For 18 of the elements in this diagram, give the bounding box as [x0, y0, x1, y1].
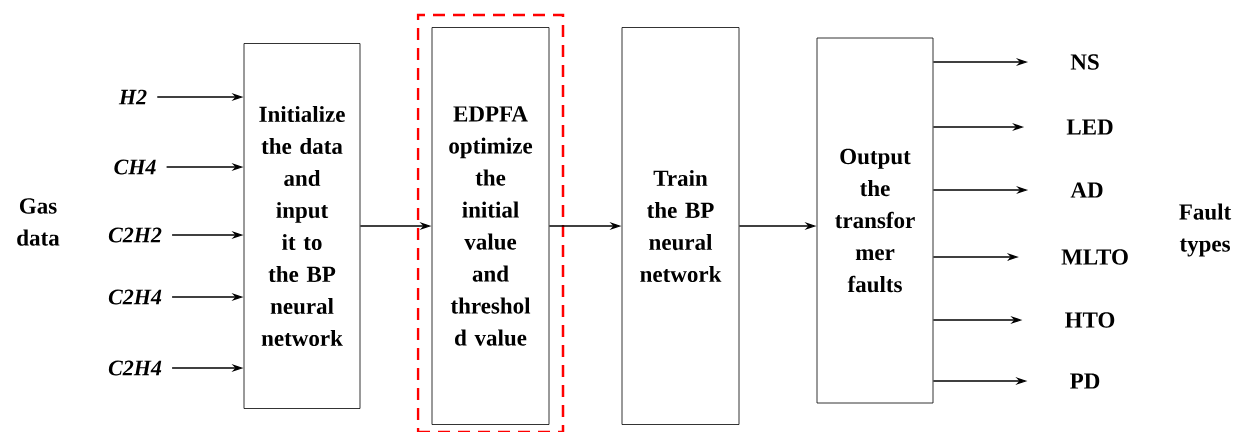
side-label: Gas data	[17, 198, 60, 246]
process-box: Initialize the data and input it to the BP neural network	[243, 43, 361, 409]
gas-label: C2H4	[108, 289, 162, 305]
gas-label: C2H2	[108, 227, 162, 243]
gas-label: H2	[118, 89, 147, 105]
fault-type-label: MLTO	[1061, 249, 1128, 265]
fault-type-label: AD	[1070, 182, 1103, 198]
fault-type-label: HTO	[1065, 312, 1115, 328]
gas-label: C2H4	[108, 360, 162, 376]
side-label: Fault types	[1179, 203, 1232, 257]
process-box: Train the BP neural network	[621, 27, 740, 425]
dashed-frame	[416, 13, 565, 432]
fault-type-label: LED	[1066, 119, 1113, 135]
fault-type-label: NS	[1070, 54, 1099, 70]
process-box: EDPFA optimize the initial value and threshol d value	[431, 27, 550, 425]
process-box: Output the transfor mer faults	[816, 37, 934, 404]
fault-type-label: PD	[1070, 373, 1100, 389]
gas-label: CH4	[114, 159, 156, 175]
